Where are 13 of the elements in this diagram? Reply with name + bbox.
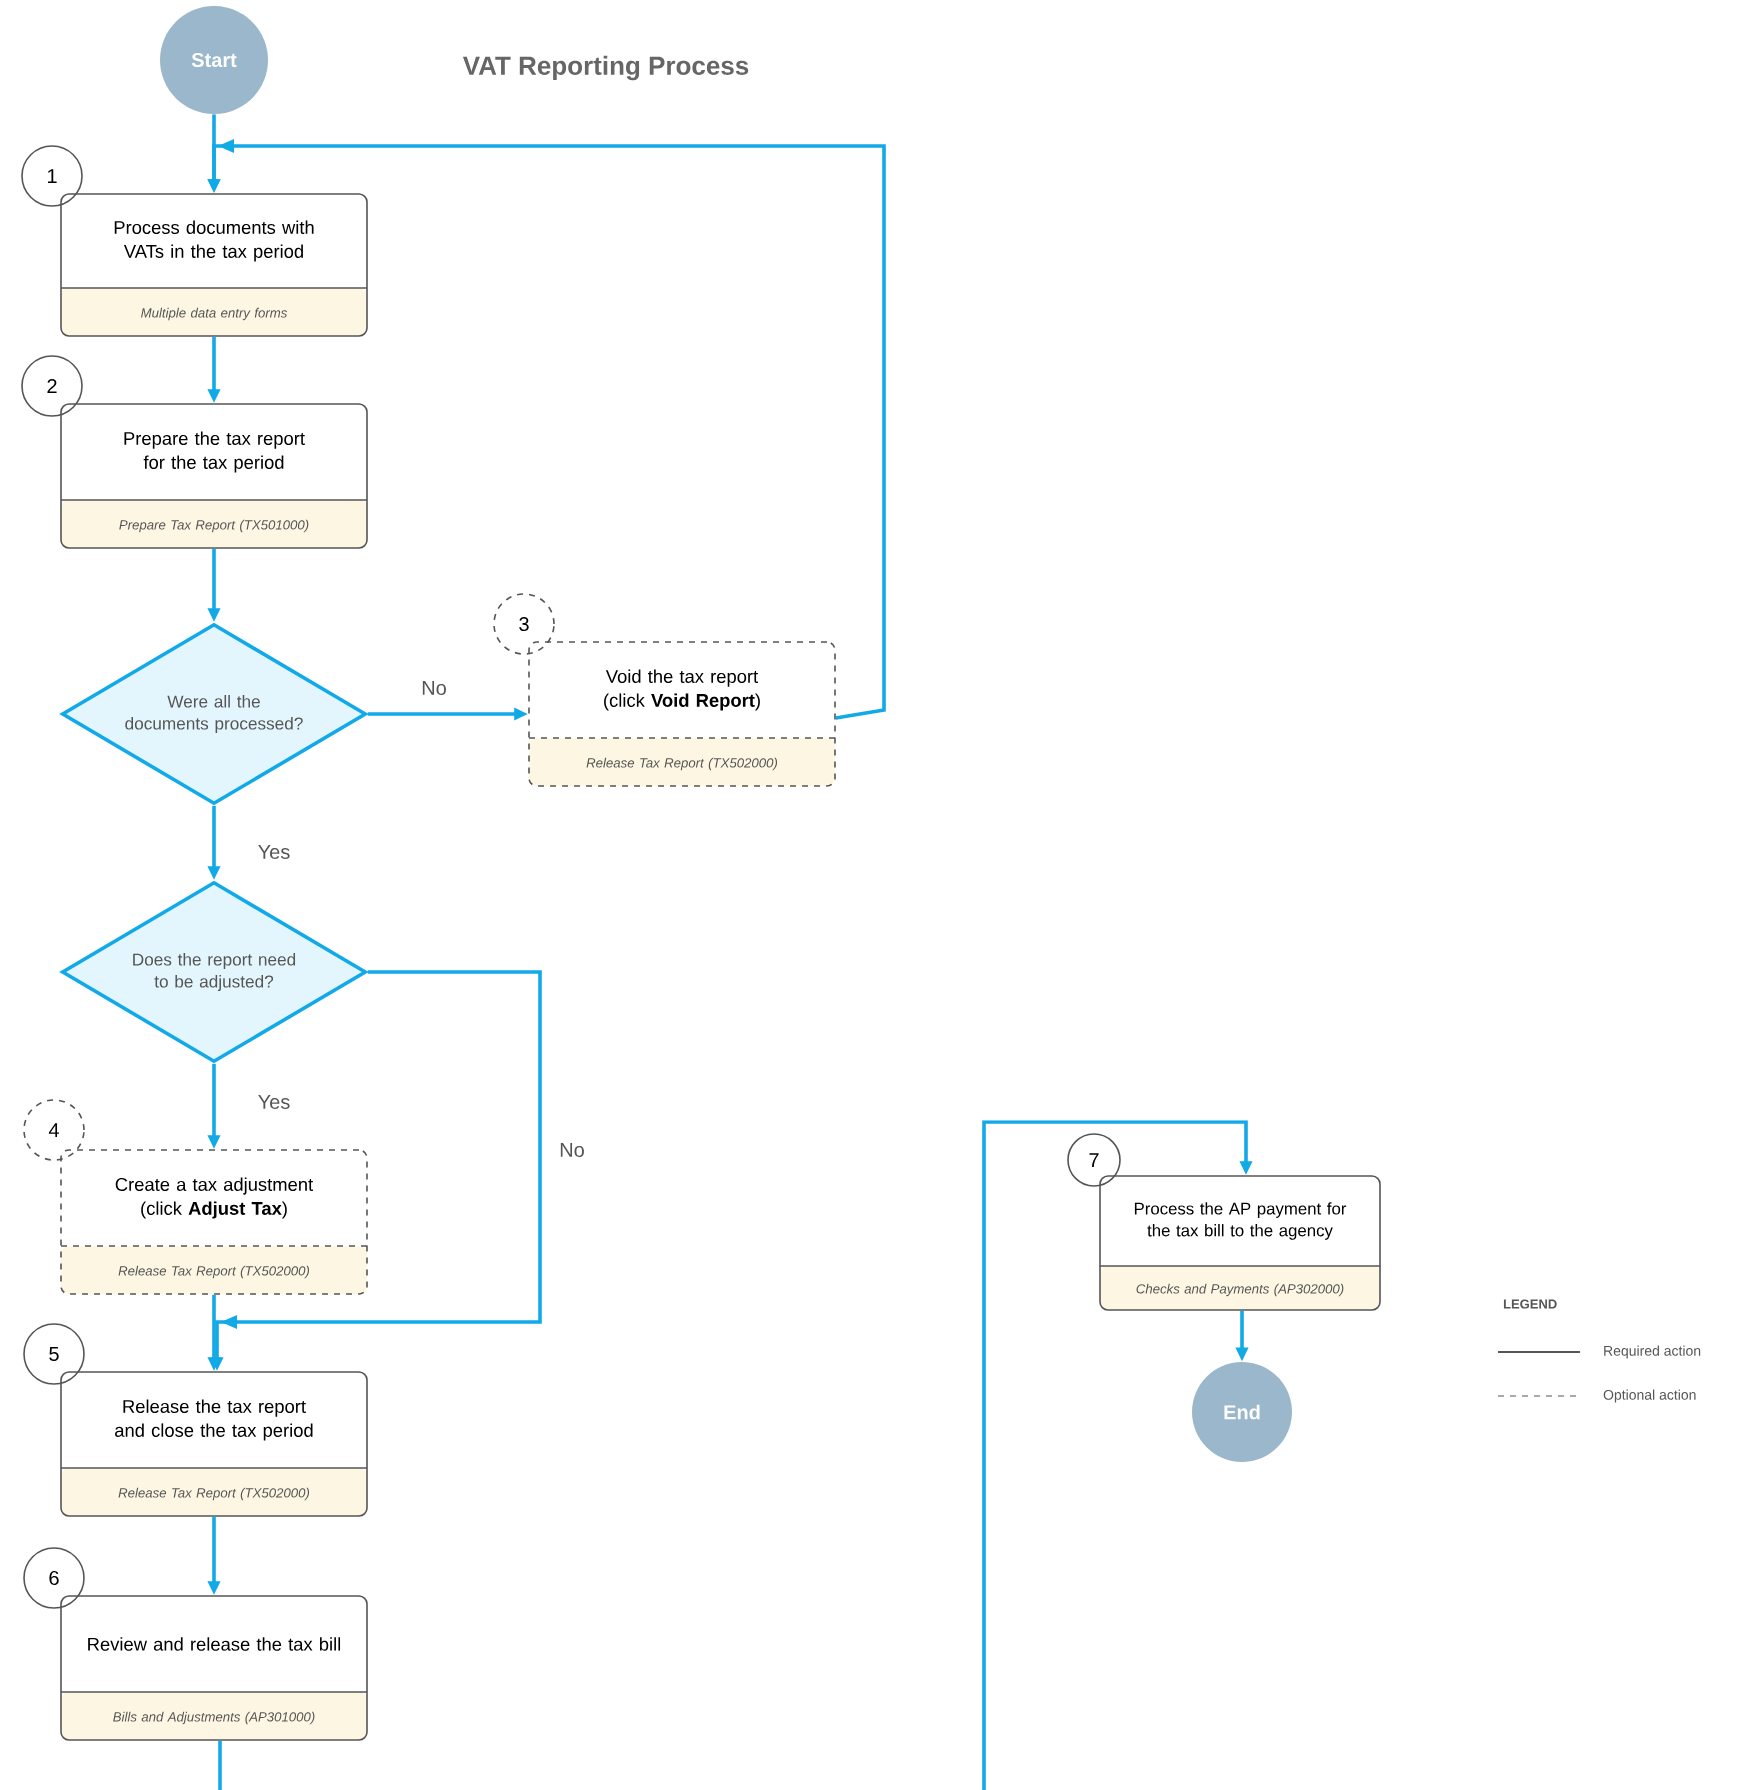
step-number: 2 <box>21 355 83 417</box>
edge-label: No <box>557 1141 587 1159</box>
edge-label: No <box>419 679 449 697</box>
title: VAT Reporting Process <box>462 55 749 81</box>
step-number: 4 <box>23 1099 85 1161</box>
edge-label: Yes <box>255 843 293 861</box>
step-number: 6 <box>23 1547 85 1609</box>
edge-label: Yes <box>255 1093 293 1111</box>
arrow <box>218 1120 1253 1790</box>
step-number: 5 <box>23 1323 85 1385</box>
step-number: 7 <box>1067 1133 1121 1187</box>
step-number: 1 <box>21 145 83 207</box>
step-number: 3 <box>493 593 555 655</box>
